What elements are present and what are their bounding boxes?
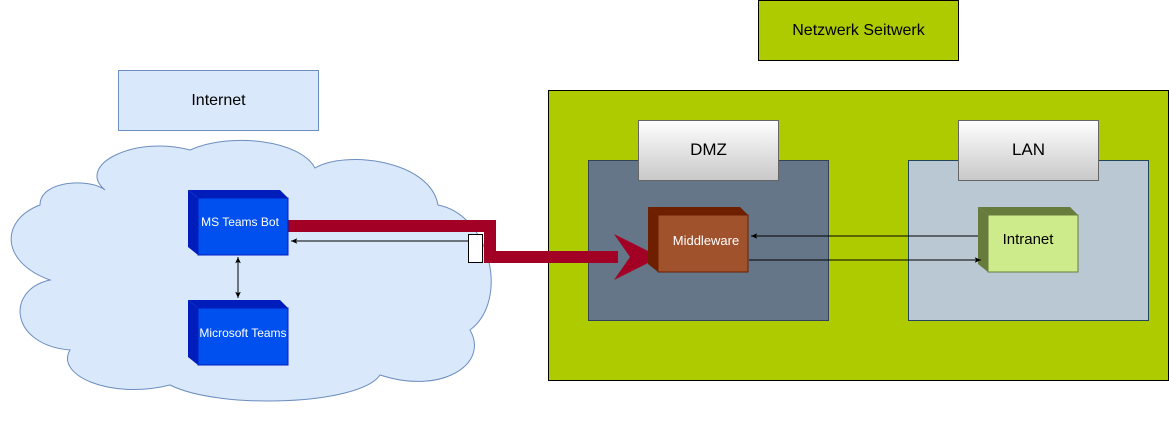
- middleware-side-face: [648, 207, 658, 272]
- internet-title-box: Internet: [118, 70, 319, 131]
- dmz-tab: DMZ: [638, 120, 779, 181]
- netzwerk-title-box: Netzwerk Seitwerk: [758, 0, 959, 61]
- teams-side-face: [188, 300, 198, 365]
- intranet-top-face: [978, 207, 1078, 215]
- dmz-tab-rect: [638, 120, 779, 181]
- connector-box: [468, 234, 483, 263]
- intranet-front-face: [987, 214, 1079, 273]
- lan-label: LAN: [1012, 140, 1045, 159]
- ms-teams-bot-node[interactable]: MS Teams Bot: [188, 190, 289, 256]
- dmz-label: DMZ: [690, 140, 727, 159]
- internet-title-rect: [118, 70, 319, 131]
- lan-tab: LAN: [958, 120, 1099, 181]
- netzwerk-title-label: Netzwerk Seitwerk: [792, 22, 925, 39]
- middleware-front-face: [657, 214, 749, 273]
- intranet-side-face: [978, 207, 988, 272]
- netzwerk-title-rect: [758, 0, 959, 61]
- middleware-label: Middleware: [673, 233, 739, 248]
- bot-front-face: [197, 197, 289, 256]
- lan-tab-rect: [958, 120, 1099, 181]
- bot-to-middleware-thick-arrow: [288, 220, 660, 280]
- ms-teams-bot-label: MS Teams Bot: [201, 215, 279, 229]
- thick-arrow-shaft: [288, 220, 618, 263]
- intranet-label: Intranet: [1003, 231, 1055, 248]
- bot-side-face: [188, 190, 198, 255]
- teams-front-face: [197, 307, 289, 366]
- bot-top-face: [188, 190, 288, 198]
- internet-label: Internet: [191, 92, 246, 109]
- intranet-node[interactable]: Intranet: [978, 207, 1079, 273]
- middleware-node[interactable]: Middleware: [648, 207, 749, 273]
- internet-cloud: [10, 139, 492, 402]
- teams-top-face: [188, 300, 288, 308]
- microsoft-teams-label: Microsoft Teams: [199, 326, 286, 340]
- middleware-top-face: [648, 207, 748, 215]
- thick-arrow-head: [614, 234, 660, 280]
- microsoft-teams-node[interactable]: Microsoft Teams: [188, 300, 289, 366]
